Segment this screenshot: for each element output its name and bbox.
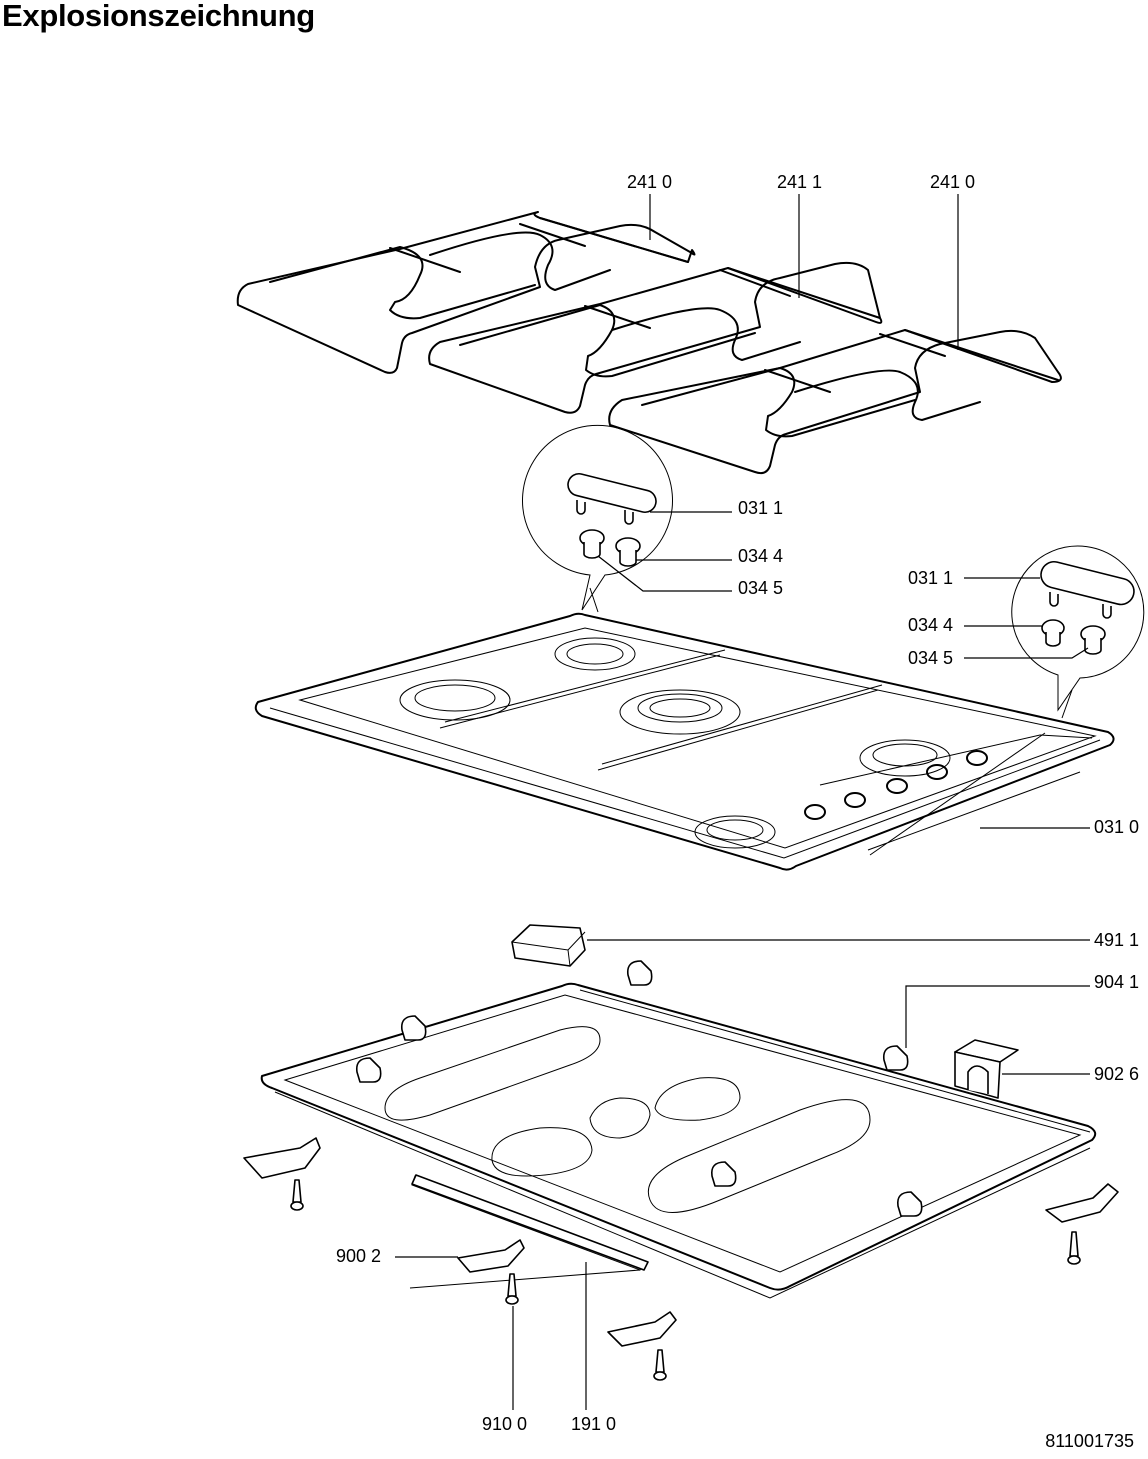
label-knob-cover-top: 031 1: [738, 498, 784, 518]
label-grommet-small-right: 034 4: [908, 615, 954, 635]
base-tray: [262, 984, 1095, 1298]
detail-bubble-top: [523, 425, 673, 610]
label-pan-support-middle: 241 1: [777, 172, 823, 192]
connector-block: [512, 925, 585, 966]
seal-strip: [412, 1175, 648, 1270]
label-connector-block: 491 1: [1094, 930, 1140, 950]
label-grommet-large-top: 034 5: [738, 578, 784, 598]
label-bracket: 902 6: [1094, 1064, 1140, 1084]
detail-pointer-lines: [590, 588, 1072, 718]
label-fixing-clamp: 900 2: [336, 1246, 382, 1266]
label-clip: 904 1: [1094, 972, 1140, 992]
screws: [291, 1180, 1080, 1380]
label-knob-cover-right: 031 1: [908, 568, 954, 588]
hob-top-plate: [256, 614, 1114, 870]
label-grommet-small-top: 034 4: [738, 546, 784, 566]
label-grommet-large-right: 034 5: [908, 648, 954, 668]
pan-support-right: [609, 330, 1061, 473]
bracket: [955, 1040, 1018, 1098]
document-number: 811001735: [1045, 1431, 1134, 1451]
label-pan-support-left: 241 0: [627, 172, 673, 192]
pan-support-middle: [429, 263, 881, 413]
clips: [357, 961, 922, 1216]
leader-904-1: [906, 986, 1090, 1048]
leader-034-5-right: [964, 648, 1088, 658]
label-seal-strip: 191 0: [571, 1414, 617, 1434]
label-screw: 910 0: [482, 1414, 528, 1434]
leader-034-5-top: [598, 556, 732, 591]
page-title: Explosionszeichnung: [2, 0, 315, 33]
detail-bubble-right: [1012, 546, 1144, 710]
label-hob-top: 031 0: [1094, 817, 1140, 837]
label-pan-support-right: 241 0: [930, 172, 976, 192]
fixing-clamps: [244, 1138, 1118, 1346]
pan-support-left: [238, 212, 695, 373]
